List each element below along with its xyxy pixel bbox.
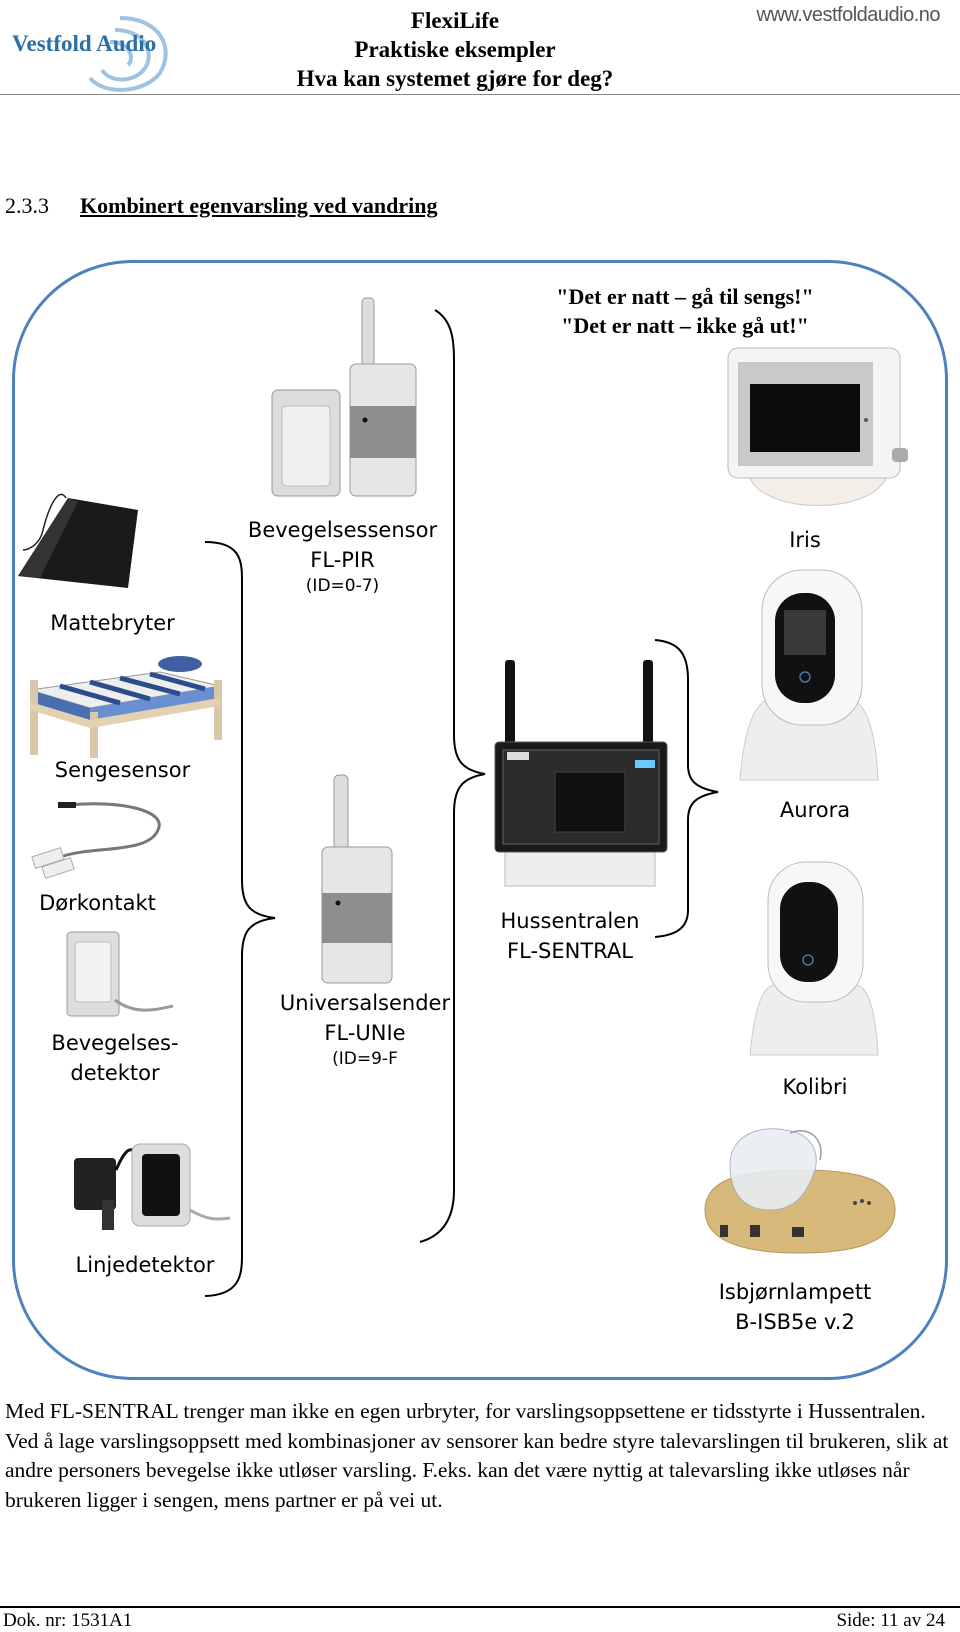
header-title: FlexiLife Praktiske eksempler Hva kan sy… [250, 6, 660, 93]
label-fl-pir-line-1: Bevegelsessensor [247, 518, 438, 542]
logo-text: Vestfold Audio [12, 31, 157, 56]
label-bevegelsesdetektor: Bevegelses- detektor [30, 1028, 200, 1088]
label-fl-pir-id: (ID=0-7) [305, 576, 380, 596]
label-linjedetektor: Linjedetektor [75, 1253, 215, 1277]
header-title-line-1: FlexiLife [410, 8, 500, 33]
aurora-image [739, 569, 879, 781]
label-fl-sentral-line-2: FL-SENTRAL [507, 939, 633, 963]
label-fl-unie-line-2: FL-UNIe [324, 1021, 406, 1045]
label-fl-unie-line-1: Universalsender [279, 991, 451, 1015]
bevegelsesdetektor-image [66, 931, 174, 1017]
label-aurora: Aurora [779, 798, 851, 822]
body-paragraph: Med FL-SENTRAL trenger man ikke en egen … [5, 1399, 949, 1512]
section-title: Kombinert egenvarsling ved vandring [80, 193, 438, 218]
label-fl-unie: Universalsender FL-UNIe (ID=9-F [265, 988, 465, 1070]
label-kolibri: Kolibri [782, 1075, 848, 1099]
header-title-line-3: Hva kan systemet gjøre for deg? [296, 66, 614, 91]
footer-page-number: Side: 11 av 24 [836, 1610, 945, 1631]
fl-pir-image [271, 297, 417, 497]
label-dorkontakt: Dørkontakt [39, 891, 156, 915]
voice-message-quote: "Det er natt – gå til sengs!" "Det er na… [520, 282, 850, 340]
kolibri-image [749, 861, 879, 1056]
sengesensor-bed-image [29, 656, 222, 758]
label-bevegelsesdetektor-line-1: Bevegelses- [51, 1031, 179, 1055]
label-fl-pir: Bevegelsessensor FL-PIR (ID=0-7) [240, 515, 445, 597]
header-divider [0, 94, 960, 95]
mattebryter-image [18, 493, 138, 588]
label-isbjornlampett: Isbjørnlampett B-ISB5e v.2 [690, 1277, 900, 1337]
footer-divider [0, 1606, 960, 1608]
footer-doc-number: Dok. nr: 1531A1 [3, 1610, 133, 1631]
quote-line-2: "Det er natt – ikke gå ut!" [561, 313, 809, 338]
label-fl-sentral-line-1: Hussentralen [500, 909, 640, 933]
fl-unie-image [321, 774, 393, 984]
label-sengesensor: Sengesensor [54, 758, 191, 782]
label-fl-pir-line-2: FL-PIR [310, 548, 375, 572]
label-fl-unie-id: (ID=9-F [332, 1049, 398, 1069]
fl-sentral-image [494, 660, 668, 887]
label-mattebryter: Mattebryter [50, 611, 175, 635]
isbjornlampett-image [704, 1128, 896, 1254]
vestfold-audio-logo [88, 16, 168, 92]
label-isbjornlampett-line-1: Isbjørnlampett [718, 1280, 872, 1304]
label-iris: Iris [789, 528, 821, 552]
label-isbjornlampett-line-2: B-ISB5e v.2 [735, 1310, 855, 1334]
label-bevegelsesdetektor-line-2: detektor [70, 1061, 160, 1085]
quote-line-1: "Det er natt – gå til sengs!" [556, 284, 814, 309]
dorkontakt-image [31, 802, 161, 879]
section-number: 2.3.3 [5, 193, 49, 218]
header-url[interactable]: www.vestfoldaudio.no [756, 4, 941, 26]
label-fl-sentral: Hussentralen FL-SENTRAL [470, 906, 670, 966]
header-title-line-2: Praktiske eksempler [354, 37, 556, 62]
iris-image [727, 347, 908, 506]
diagram-frame [12, 260, 948, 1380]
linjedetektor-image [74, 1143, 231, 1230]
